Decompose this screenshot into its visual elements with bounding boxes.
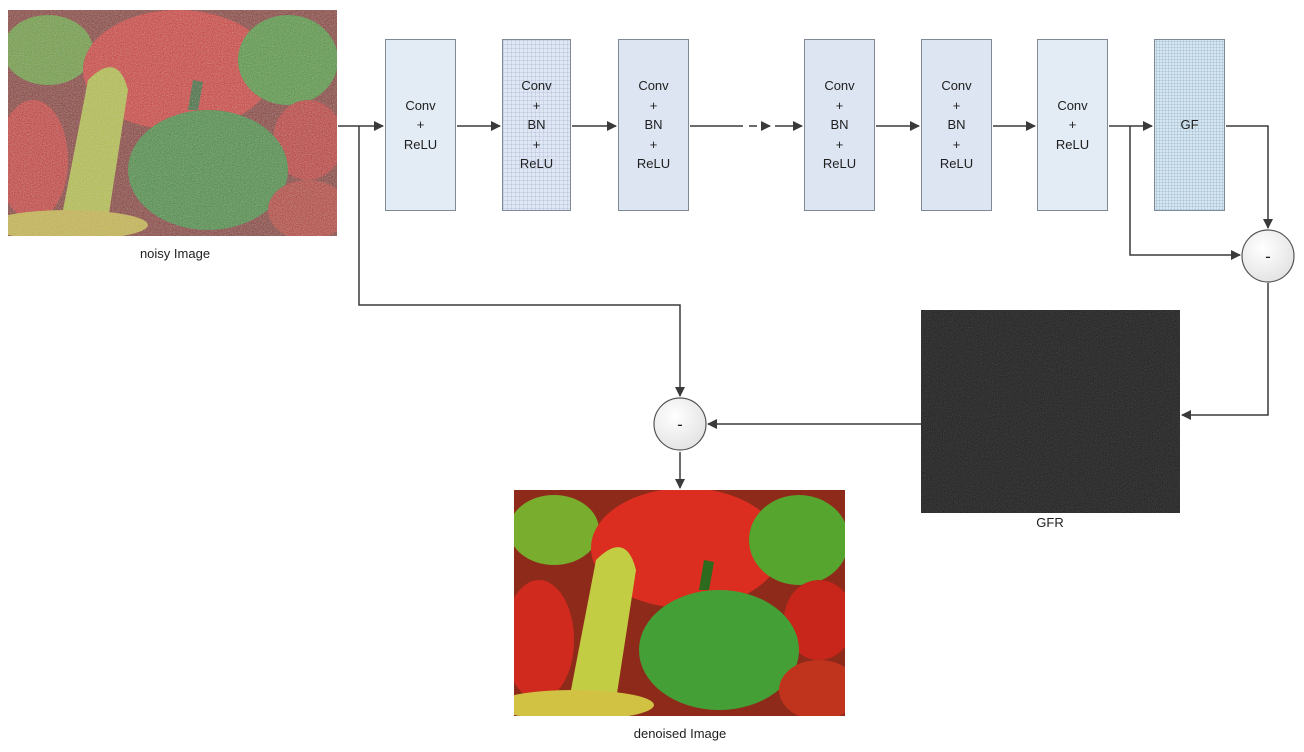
conv-relu-block-2: Conv + ReLU	[1037, 39, 1108, 211]
conv-relu-block-1-label: Conv + ReLU	[403, 97, 438, 152]
gfr-image	[921, 310, 1180, 513]
subtract-operator-right-symbol: -	[1265, 247, 1271, 266]
noisy-image-caption: noisy Image	[139, 246, 211, 261]
gf-block: GF	[1154, 39, 1225, 211]
conv-bn-relu-block-4: Conv + BN + ReLU	[921, 39, 992, 211]
arrow-skip-to-subtract-right	[1129, 126, 1241, 260]
conv-bn-relu-block-4-label: Conv + BN + ReLU	[939, 78, 974, 172]
subtract-operator-right: -	[1241, 229, 1295, 283]
conv-bn-relu-block-2: Conv + BN + ReLU	[618, 39, 689, 211]
conv-bn-relu-block-3-label: Conv + BN + ReLU	[822, 78, 857, 172]
subtract-operator-left: -	[653, 397, 707, 451]
arrow-subtract-to-gfr	[1181, 283, 1269, 420]
conv-bn-relu-block-1-label: Conv + BN + ReLU	[519, 78, 554, 172]
denoised-image	[514, 490, 845, 716]
conv-bn-relu-block-2-label: Conv + BN + ReLU	[636, 78, 671, 172]
gfr-caption: GFR	[1036, 515, 1064, 530]
subtract-operator-left-symbol: -	[677, 415, 683, 434]
conv-relu-block-1: Conv + ReLU	[385, 39, 456, 211]
arrow-gf-to-subtract-right	[1226, 125, 1273, 229]
arrow-input-skip-to-subtract-left	[358, 126, 685, 397]
conv-relu-block-2-label: Conv + ReLU	[1055, 97, 1090, 152]
noisy-image	[8, 10, 337, 236]
denoised-image-caption: denoised Image	[633, 726, 727, 741]
gf-block-label: GF	[1180, 117, 1199, 133]
conv-bn-relu-block-1: Conv + BN + ReLU	[502, 39, 571, 211]
conv-bn-relu-block-3: Conv + BN + ReLU	[804, 39, 875, 211]
